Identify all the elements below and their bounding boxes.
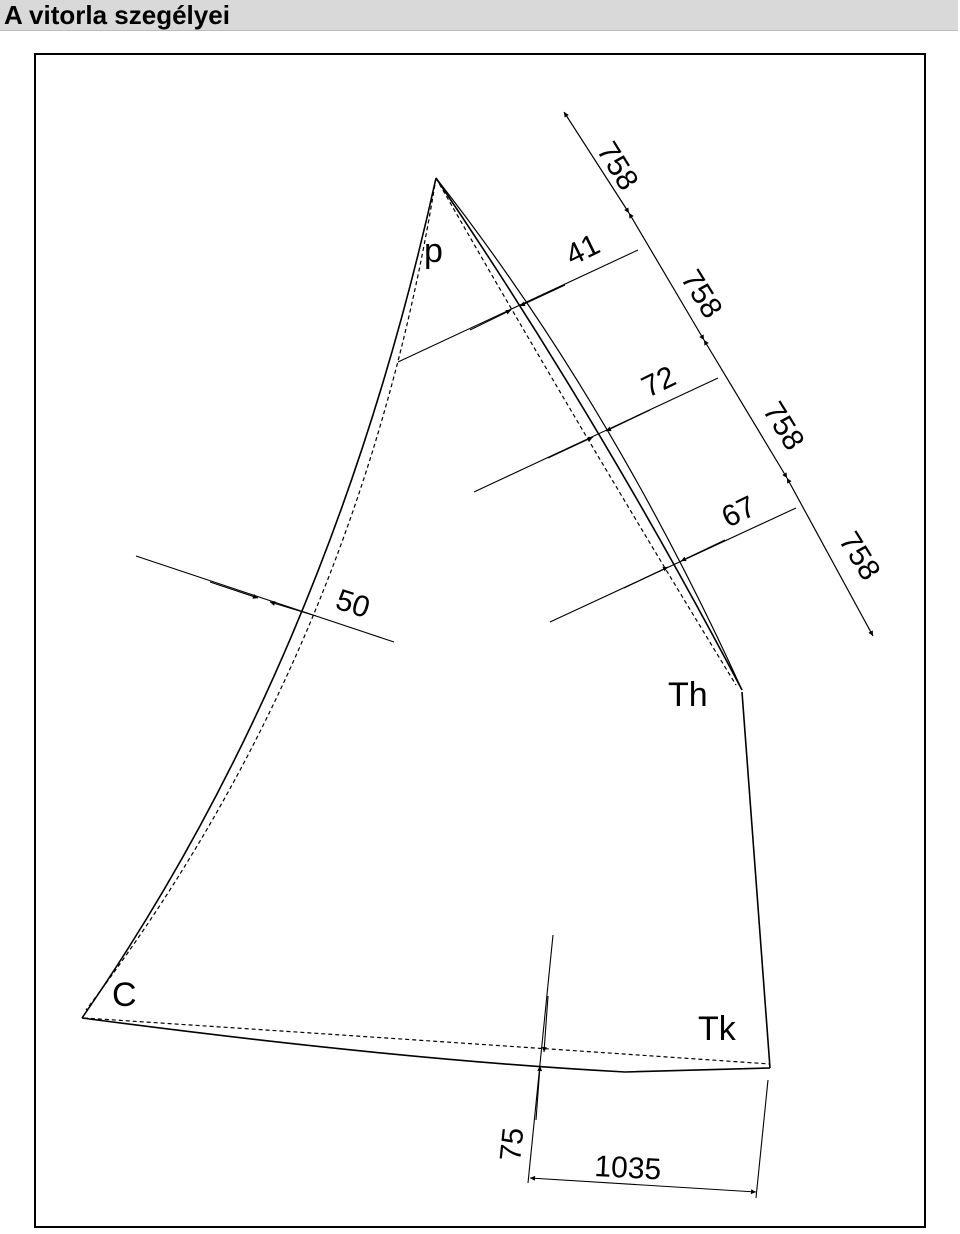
foot-span-label: 1035 <box>594 1150 662 1186</box>
sail-left-edge-dashed <box>85 177 437 1011</box>
leech-dimension-line <box>563 111 874 637</box>
title-bar: A vitorla szegélyei <box>0 0 958 31</box>
throat-tack-edge <box>741 691 771 1069</box>
roach-middle-label: 72 <box>637 360 681 404</box>
foot-curve-label: 75 <box>494 1126 530 1163</box>
leech-segment-label-3: 758 <box>756 396 811 456</box>
roach-middle-dimension <box>473 377 719 493</box>
page-title: A vitorla szegélyei <box>4 0 230 30</box>
throat-label: Th <box>668 676 708 714</box>
foot-edge-dashed <box>83 1017 771 1065</box>
head-edge-dashed <box>435 177 737 686</box>
luff-edge <box>82 178 436 1018</box>
clew-label: C <box>112 976 137 1014</box>
foot-edge <box>81 1017 771 1073</box>
sail-left-edge <box>81 177 437 1019</box>
luff-curve-dimension <box>135 555 395 643</box>
leech-segment-label-4: 758 <box>832 526 887 586</box>
roach-top-label: 41 <box>561 228 605 272</box>
foot-curve-dimension <box>527 934 554 1184</box>
roach-bottom-dimension <box>549 507 797 623</box>
leech-segment-label-2: 758 <box>674 264 729 324</box>
peak-label: p <box>424 232 443 270</box>
foot-span-dimension <box>529 1079 769 1199</box>
head-edge-inner <box>435 177 743 691</box>
luff-curve-label: 50 <box>332 583 374 625</box>
drawing-frame <box>34 53 926 1228</box>
tack-label: Tk <box>698 1010 737 1048</box>
roach-top-dimension <box>397 249 639 363</box>
leech-segment-label-1: 758 <box>590 136 645 196</box>
head-edge-outer <box>435 177 743 691</box>
